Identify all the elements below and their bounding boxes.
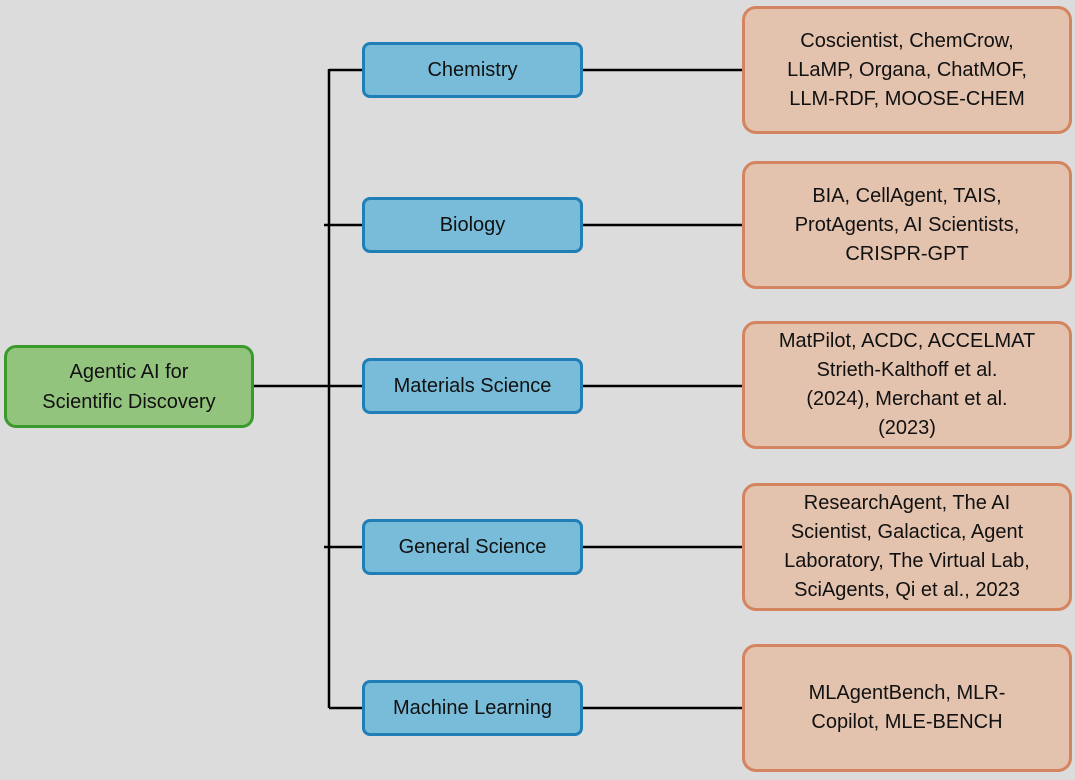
- examples-machine-learning: MLAgentBench, MLR- Copilot, MLE-BENCH: [742, 644, 1072, 772]
- example-line: LLaMP, Organa, ChatMOF,: [787, 58, 1027, 81]
- example-line: BIA, CellAgent, TAIS,: [812, 184, 1002, 207]
- example-line: Copilot, MLE-BENCH: [811, 711, 1003, 733]
- category-label: Chemistry: [427, 58, 518, 81]
- examples-chemistry: Coscientist, ChemCrow, LLaMP, Organa, Ch…: [742, 6, 1072, 134]
- category-label: Biology: [439, 213, 506, 236]
- examples-biology: BIA, CellAgent, TAIS, ProtAgents, AI Sci…: [742, 161, 1072, 289]
- example-line: ResearchAgent, The AI: [803, 492, 1011, 514]
- example-line: Laboratory, The Virtual Lab,: [784, 550, 1030, 572]
- example-line: (2024), Merchant et al.: [806, 388, 1008, 410]
- example-line: Scientist, Galactica, Agent: [790, 521, 1024, 543]
- category-chemistry: Chemistry: [362, 42, 583, 98]
- category-biology: Biology: [362, 197, 583, 253]
- example-line: LLM-RDF, MOOSE-CHEM: [789, 87, 1025, 110]
- example-line: (2023): [878, 417, 936, 439]
- examples-materials-science: MatPilot, ACDC, ACCELMAT Strieth-Kalthof…: [742, 321, 1072, 449]
- category-label: General Science: [398, 535, 547, 558]
- example-line: MLAgentBench, MLR-: [808, 682, 1006, 704]
- category-machine-learning: Machine Learning: [362, 680, 583, 736]
- root-label-line1: Agentic AI for: [69, 360, 189, 383]
- example-line: Strieth-Kalthoff et al.: [816, 359, 998, 381]
- root-node: Agentic AI for Scientific Discovery: [4, 345, 254, 428]
- category-materials-science: Materials Science: [362, 358, 583, 414]
- category-label: Materials Science: [393, 374, 552, 397]
- example-line: MatPilot, ACDC, ACCELMAT: [778, 330, 1036, 352]
- example-line: ProtAgents, AI Scientists,: [794, 213, 1020, 236]
- root-label-line2: Scientific Discovery: [42, 390, 216, 413]
- example-line: Coscientist, ChemCrow,: [800, 29, 1014, 52]
- category-general-science: General Science: [362, 519, 583, 575]
- examples-general-science: ResearchAgent, The AI Scientist, Galacti…: [742, 483, 1072, 611]
- example-line: SciAgents, Qi et al., 2023: [794, 579, 1020, 601]
- example-line: CRISPR-GPT: [845, 242, 969, 265]
- category-label: Machine Learning: [393, 696, 552, 719]
